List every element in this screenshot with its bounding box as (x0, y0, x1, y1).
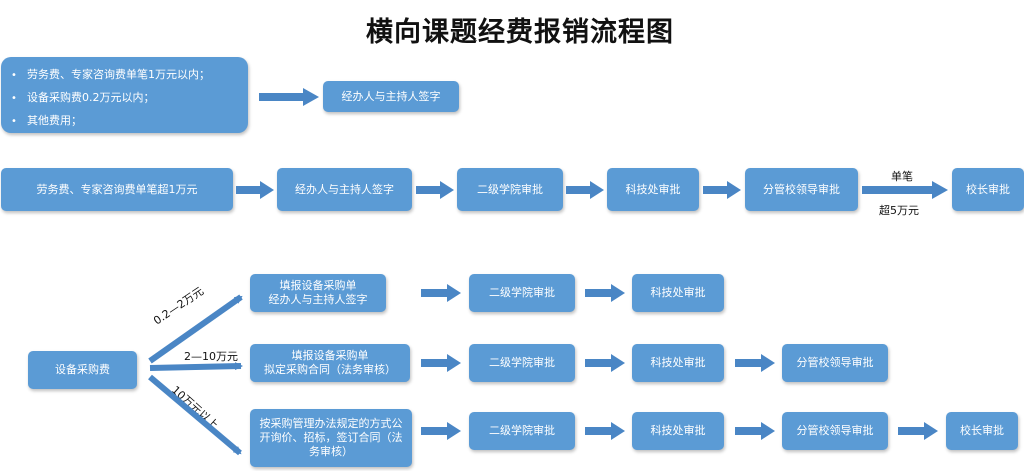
row2-arrow-top-label: 单笔 (891, 170, 913, 183)
block-right-arrow-icon (585, 422, 625, 440)
block-right-arrow-icon (236, 181, 274, 199)
branch2-college-approval-box: 二级学院审批 (469, 344, 575, 382)
block-right-arrow-icon (735, 422, 775, 440)
branch3-procurement-box: 按采购管理办法规定的方式公开询价、招标，签订合同（法务审核） (250, 409, 412, 467)
list-item: 劳务费、专家咨询费单笔1万元以内； (11, 63, 240, 86)
branch3-president-approval-box: 校长审批 (946, 412, 1018, 450)
branch2-arrow-icon (149, 362, 243, 371)
branch3-college-approval-box: 二级学院审批 (469, 412, 575, 450)
block-right-arrow-icon (703, 181, 741, 199)
block-right-arrow-icon (421, 284, 461, 302)
small-expense-list-box: 劳务费、专家咨询费单笔1万元以内； 设备采购费0.2万元以内； 其他费用； (1, 57, 248, 133)
branch1-form-box: 填报设备采购单 经办人与主持人签字 (250, 274, 386, 312)
branch1-arrow-icon (148, 294, 243, 364)
row1-sign-box: 经办人与主持人签字 (323, 81, 459, 112)
block-right-arrow-icon (259, 88, 319, 106)
block-right-arrow-icon (421, 354, 461, 372)
branch3-tech-office-approval-box: 科技处审批 (632, 412, 724, 450)
branch3-arrow-icon (148, 374, 242, 456)
row2-president-approval-box: 校长审批 (952, 168, 1024, 211)
row2-arrow-bottom-label: 超5万元 (879, 204, 919, 217)
branch1-tech-office-approval-box: 科技处审批 (632, 274, 724, 312)
block-right-arrow-icon (566, 181, 604, 199)
branch2-vice-president-approval-box: 分管校领导审批 (782, 344, 888, 382)
block-right-arrow-icon (585, 354, 625, 372)
branch3-vice-president-approval-box: 分管校领导审批 (782, 412, 888, 450)
row2-college-approval-box: 二级学院审批 (457, 168, 563, 211)
block-right-arrow-icon (862, 181, 948, 199)
branch1-college-approval-box: 二级学院审批 (469, 274, 575, 312)
block-right-arrow-icon (735, 354, 775, 372)
branch2-amount-label: 2—10万元 (184, 350, 238, 363)
page-title: 横向课题经费报销流程图 (366, 17, 674, 48)
row3-start-box: 设备采购费 (28, 351, 137, 389)
row2-tech-office-approval-box: 科技处审批 (607, 168, 699, 211)
block-right-arrow-icon (585, 284, 625, 302)
block-right-arrow-icon (898, 422, 938, 440)
branch2-tech-office-approval-box: 科技处审批 (632, 344, 724, 382)
list-item: 设备采购费0.2万元以内； (11, 86, 240, 109)
list-item: 其他费用； (11, 109, 240, 132)
row2-vice-president-approval-box: 分管校领导审批 (745, 168, 858, 211)
row2-start-box: 劳务费、专家咨询费单笔超1万元 (1, 168, 233, 211)
block-right-arrow-icon (421, 422, 461, 440)
branch2-form-box: 填报设备采购单 拟定采购合同（法务审核） (250, 344, 410, 382)
block-right-arrow-icon (416, 181, 454, 199)
row2-sign-box: 经办人与主持人签字 (277, 168, 412, 211)
